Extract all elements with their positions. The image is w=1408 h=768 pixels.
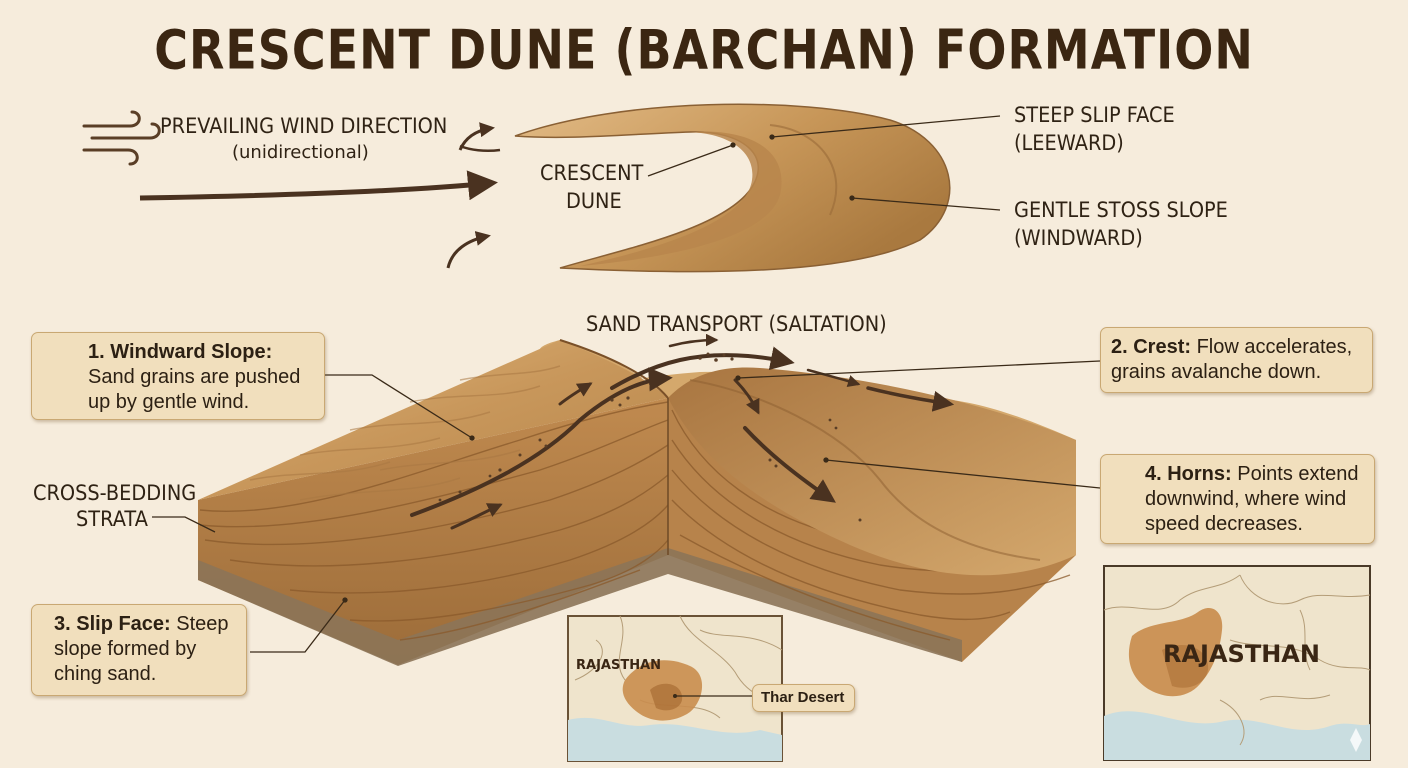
wind-icon <box>82 110 161 166</box>
callout-crest: 2. Crest: Flow accelerates, grains avala… <box>1100 327 1373 393</box>
wind-note-label: (unidirectional) <box>232 142 369 163</box>
large-map-state-label: RAJASTHAN <box>1163 640 1320 668</box>
callout-crest-heading: 2. Crest: <box>1111 336 1197 358</box>
sand-grains <box>438 352 862 522</box>
callout-windward-heading: 1. Windward Slope: <box>88 341 273 363</box>
wind-arrows <box>139 122 501 269</box>
wind-direction-label: PREVAILING WIND DIRECTION <box>160 114 448 138</box>
section-leader-lines <box>152 360 1101 653</box>
callout-slip-face: 3. Slip Face: Steep slope formed by chin… <box>31 604 247 696</box>
callout-horns: 4. Horns: Points extend downwind, where … <box>1100 454 1375 544</box>
callout-crest-text: Flow accelerates, grains avalanche down. <box>1111 336 1353 383</box>
top-leader-lines <box>647 115 1001 211</box>
cross-bedding-label-line1: CROSS-BEDDING <box>33 481 197 505</box>
slip-face-label-line2: (LEEWARD) <box>1014 131 1124 155</box>
page-title: CRESCENT DUNE (BARCHAN) FORMATION <box>154 18 1254 82</box>
crescent-dune-label-line1: CRESCENT <box>540 161 644 185</box>
callout-windward-slope: 1. Windward Slope: Sand grains are pushe… <box>31 332 325 420</box>
thar-desert-label: Thar Desert <box>752 684 855 712</box>
callout-horns-text: Points extend downwind, where wind speed… <box>1145 463 1359 535</box>
callout-horns-heading: 4. Horns: <box>1145 463 1238 485</box>
dune-cross-section <box>198 339 1076 666</box>
stoss-slope-label-line1: GENTLE STOSS SLOPE <box>1014 198 1228 222</box>
small-map <box>567 615 783 762</box>
callout-slip-text: Steep slope formed by ching sand. <box>54 613 229 685</box>
stoss-slope-label-line2: (WINDWARD) <box>1014 226 1143 250</box>
sparkle-icon <box>1350 728 1362 752</box>
callout-windward-text: Sand grains are pushed up by gentle wind… <box>88 366 301 413</box>
crescent-dune-shape <box>514 103 951 273</box>
sand-transport-label: SAND TRANSPORT (SALTATION) <box>586 312 887 336</box>
large-map <box>1103 565 1371 761</box>
crescent-dune-label-line2: DUNE <box>566 189 622 213</box>
cross-bedding-label-line2: STRATA <box>76 507 148 531</box>
saltation-arrows <box>410 333 955 530</box>
slip-face-label-line1: STEEP SLIP FACE <box>1014 103 1175 127</box>
small-map-state-label: RAJASTHAN <box>576 658 662 673</box>
callout-slip-heading: 3. Slip Face: <box>54 613 177 635</box>
